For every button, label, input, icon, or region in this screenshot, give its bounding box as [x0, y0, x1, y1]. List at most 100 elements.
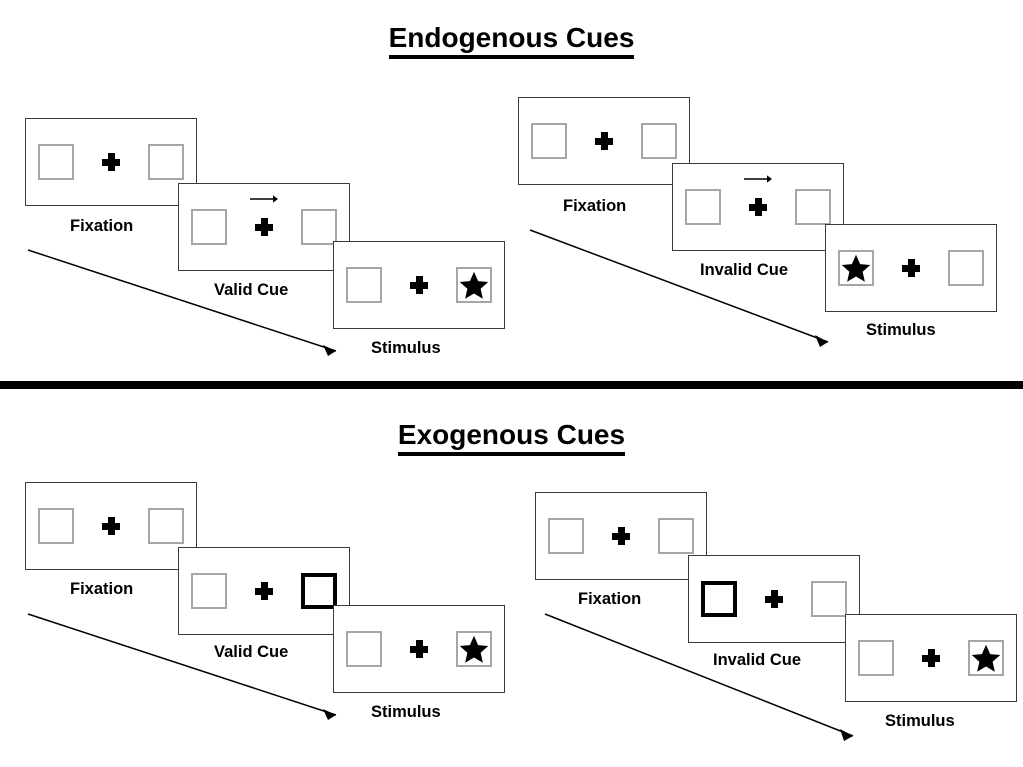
left-box	[531, 123, 567, 159]
plus-cross-icon	[100, 151, 122, 173]
plus-cross-icon	[610, 525, 632, 547]
plus-cross-icon	[408, 638, 430, 660]
fixation-area	[402, 629, 436, 669]
left-box-cued	[701, 581, 737, 617]
frame-exogenous-valid-fixation	[25, 482, 197, 570]
right-box	[811, 581, 847, 617]
star-icon	[971, 644, 1001, 672]
fixation-area	[894, 248, 928, 288]
frame-exogenous-valid-stimulus	[333, 605, 505, 693]
left-box	[858, 640, 894, 676]
left-box	[838, 250, 874, 286]
frame-endogenous-valid-stimulus	[333, 241, 505, 329]
star-icon	[459, 271, 489, 299]
spacer	[382, 285, 402, 286]
fixation-area	[757, 579, 791, 619]
label-endogenous-invalid-cue: Invalid Cue	[700, 261, 789, 279]
label-endogenous-valid-cue: Valid Cue	[214, 281, 289, 299]
spacer	[721, 207, 741, 208]
label-endogenous-invalid-fixation: Fixation	[563, 197, 627, 215]
arrow-right-icon	[250, 194, 278, 204]
fixation-area	[587, 121, 621, 161]
plus-cross-icon	[408, 274, 430, 296]
spacer	[74, 526, 94, 527]
right-box	[301, 209, 337, 245]
right-box	[456, 267, 492, 303]
frame-endogenous-valid-cue	[178, 183, 350, 271]
section-exogenous: Exogenous Cues Fixation Valid Cue	[0, 392, 1023, 767]
spacer	[894, 658, 914, 659]
plus-cross-icon	[593, 130, 615, 152]
arrow-right-icon	[744, 174, 772, 184]
plus-cross-icon	[900, 257, 922, 279]
spacer	[791, 599, 811, 600]
spacer	[227, 227, 247, 228]
left-box	[685, 189, 721, 225]
spacer	[227, 591, 247, 592]
frame-exogenous-valid-cue	[178, 547, 350, 635]
star-icon	[841, 254, 871, 282]
fixation-area	[94, 142, 128, 182]
plus-cross-icon	[100, 515, 122, 537]
fixation-area	[247, 195, 281, 247]
fixation-area	[914, 638, 948, 678]
right-box	[148, 144, 184, 180]
label-endogenous-valid-fixation: Fixation	[70, 217, 134, 235]
section-title-exogenous: Exogenous Cues	[0, 419, 1023, 456]
right-box	[658, 518, 694, 554]
spacer	[436, 649, 456, 650]
label-exogenous-invalid-fixation: Fixation	[578, 590, 642, 608]
fixation-area	[247, 571, 281, 611]
spacer	[584, 536, 604, 537]
fixation-area	[402, 265, 436, 305]
spacer	[621, 141, 641, 142]
time-arrow-endogenous-valid	[27, 249, 348, 360]
right-box	[948, 250, 984, 286]
right-box	[795, 189, 831, 225]
frame-exogenous-invalid-cue	[688, 555, 860, 643]
left-box	[346, 631, 382, 667]
plus-cross-icon	[747, 196, 769, 218]
spacer	[874, 268, 894, 269]
section-endogenous: Endogenous Cues Fixation	[0, 22, 1023, 360]
frame-endogenous-invalid-cue	[672, 163, 844, 251]
spacer	[74, 162, 94, 163]
spacer	[128, 526, 148, 527]
time-arrow-exogenous-invalid	[544, 613, 865, 744]
spacer	[737, 599, 757, 600]
frame-endogenous-valid-fixation	[25, 118, 197, 206]
section-title-exogenous-text: Exogenous Cues	[397, 419, 626, 456]
plus-cross-icon	[253, 580, 275, 602]
label-endogenous-valid-stimulus: Stimulus	[371, 339, 441, 357]
left-box	[548, 518, 584, 554]
frame-exogenous-invalid-stimulus	[845, 614, 1017, 702]
right-box	[148, 508, 184, 544]
plus-cross-icon	[253, 216, 275, 238]
spacer	[382, 649, 402, 650]
label-endogenous-invalid-stimulus: Stimulus	[866, 321, 936, 339]
label-exogenous-valid-cue: Valid Cue	[214, 643, 289, 661]
spacer	[638, 536, 658, 537]
label-exogenous-invalid-cue: Invalid Cue	[713, 651, 802, 669]
fixation-area	[94, 506, 128, 546]
star-icon	[459, 635, 489, 663]
right-box-cued	[301, 573, 337, 609]
plus-cross-icon	[920, 647, 942, 669]
left-box	[191, 573, 227, 609]
label-exogenous-invalid-stimulus: Stimulus	[885, 712, 955, 730]
section-title-endogenous: Endogenous Cues	[0, 22, 1023, 59]
fixation-area	[741, 175, 775, 227]
spacer	[948, 658, 968, 659]
frame-endogenous-invalid-fixation	[518, 97, 690, 185]
section-title-endogenous-text: Endogenous Cues	[388, 22, 635, 59]
plus-cross-icon	[763, 588, 785, 610]
frame-endogenous-invalid-stimulus	[825, 224, 997, 312]
time-arrow-endogenous-invalid	[529, 229, 840, 350]
label-exogenous-valid-stimulus: Stimulus	[371, 703, 441, 721]
left-box	[38, 144, 74, 180]
spacer	[281, 227, 301, 228]
left-box	[38, 508, 74, 544]
spacer	[128, 162, 148, 163]
spacer	[928, 268, 948, 269]
spacer	[775, 207, 795, 208]
